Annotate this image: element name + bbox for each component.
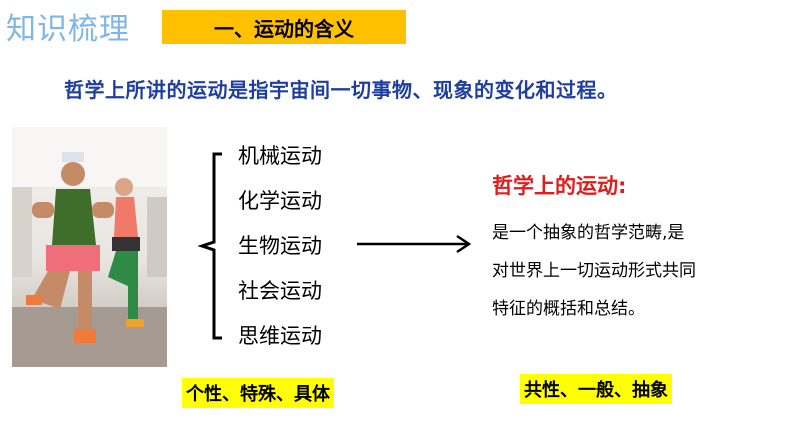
motion-item-mechanical: 机械运动 bbox=[238, 144, 322, 168]
definition-text: 哲学上所讲的运动是指宇宙间一切事物、现象的变化和过程。 bbox=[64, 78, 618, 102]
philosophy-line: 是一个抽象的哲学范畴,是 bbox=[492, 223, 685, 243]
philosophy-line: 对世界上一切运动形式共同 bbox=[492, 261, 696, 281]
tag-individuality: 个性、特殊、具体 bbox=[182, 378, 334, 408]
motion-item-biological: 生物运动 bbox=[238, 234, 322, 258]
right-arrow-icon bbox=[357, 234, 472, 254]
philosophy-line: 特征的概括和总结。 bbox=[492, 299, 645, 319]
exercise-photo bbox=[12, 127, 167, 367]
tag-universality: 共性、一般、抽象 bbox=[520, 374, 672, 404]
motion-item-chemical: 化学运动 bbox=[238, 189, 322, 213]
section-heading: 知识梳理 bbox=[6, 12, 130, 47]
philosophy-motion-title: 哲学上的运动: bbox=[492, 174, 627, 198]
slide-title: 一、运动的含义 bbox=[162, 10, 406, 44]
left-brace bbox=[198, 152, 222, 340]
motion-item-thought: 思维运动 bbox=[238, 324, 322, 348]
motion-item-social: 社会运动 bbox=[238, 279, 322, 303]
exercise-photo-drawing bbox=[12, 127, 167, 367]
